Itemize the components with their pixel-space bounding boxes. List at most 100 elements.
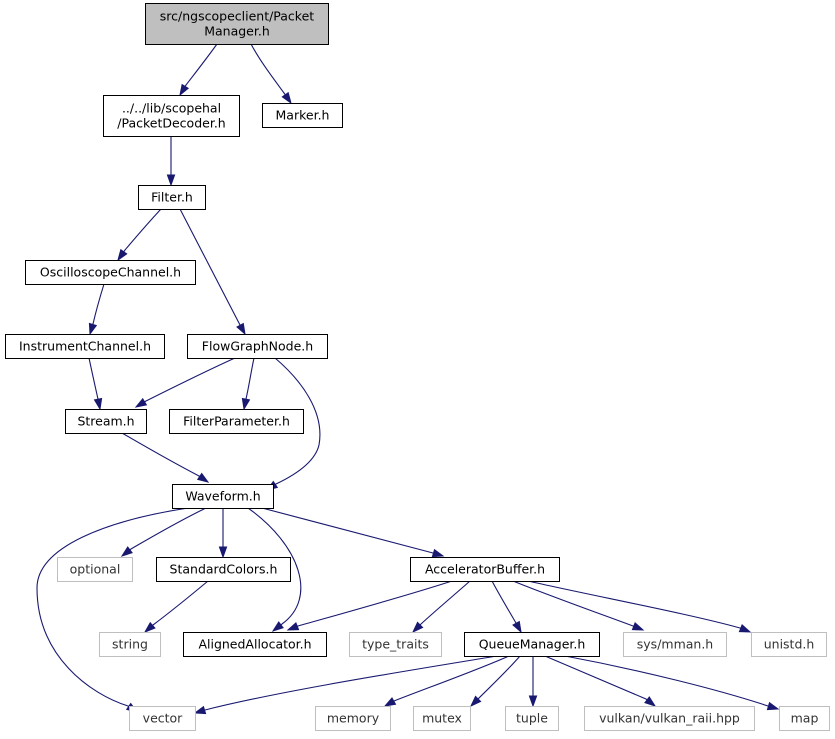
edge-packetmanager-to-packetdecoder: [179, 43, 218, 97]
edge-arrowhead: [271, 621, 284, 632]
node-mutex: mutex: [413, 706, 471, 731]
edge-line: [144, 357, 236, 403]
edge-packetmanager-to-marker: [250, 43, 292, 105]
node-stream[interactable]: Stream.h: [65, 409, 147, 434]
edge-arrowhead: [236, 322, 246, 336]
node-box: [25, 260, 196, 285]
node-label: optional: [70, 562, 121, 577]
edge-queuemanager-to-vulkan_raii: [544, 655, 657, 707]
node-box: [156, 557, 291, 582]
edge-arrowhead: [241, 397, 251, 411]
node-box: [65, 409, 147, 434]
node-label: AcceleratorBuffer.h: [425, 562, 545, 577]
node-box: [5, 334, 165, 359]
node-box: [99, 632, 161, 657]
edge-arrowhead: [281, 91, 292, 105]
edge-line: [527, 580, 741, 629]
edge-flowgraphnode-to-filterparameter: [241, 357, 255, 411]
edge-arrowhead: [738, 624, 752, 633]
node-marker[interactable]: Marker.h: [262, 103, 343, 128]
node-standardcolors[interactable]: StandardColors.h: [156, 557, 291, 582]
edge-line: [184, 43, 218, 87]
node-queuemanager[interactable]: QueueManager.h: [464, 632, 600, 657]
node-box: [349, 632, 442, 657]
edge-arrowhead: [411, 621, 424, 634]
node-box: [751, 632, 827, 657]
edge-queuemanager-to-tuple: [528, 656, 538, 708]
node-box: [187, 334, 328, 359]
node-alignedallocator[interactable]: AlignedAllocator.h: [183, 632, 327, 657]
node-box: [172, 484, 274, 509]
edge-line: [544, 655, 648, 701]
edge-arrowhead: [286, 622, 300, 631]
node-vulkan_raii: vulkan/vulkan_raii.hpp: [584, 706, 755, 731]
node-label: Marker.h: [276, 108, 330, 123]
edge-arrowhead: [766, 701, 780, 711]
node-label: Manager.h: [204, 24, 270, 39]
node-label: src/ngscopeclient/Packet: [160, 9, 315, 24]
edge-line: [179, 208, 241, 326]
node-label: InstrumentChannel.h: [19, 339, 151, 354]
node-label: tuple: [516, 711, 548, 726]
node-label: unistd.h: [764, 637, 815, 652]
edge-line: [121, 432, 201, 477]
node-oscilloscopechannel[interactable]: OscilloscopeChannel.h: [25, 260, 196, 285]
edges-layer: [36, 43, 780, 715]
edge-acceleratorbuffer-to-unistd: [527, 580, 752, 633]
node-box: [103, 95, 240, 137]
edge-queuemanager-to-mutex: [469, 655, 521, 708]
edge-waveform-to-vector: [36, 506, 196, 713]
edge-acceleratorbuffer-to-queuemanager: [491, 580, 522, 634]
edge-line: [92, 283, 105, 325]
node-label: Filter.h: [151, 190, 193, 205]
node-box: [623, 632, 727, 657]
node-memory: memory: [315, 706, 391, 731]
node-instrumentchannel[interactable]: InstrumentChannel.h: [5, 334, 165, 359]
edge-line: [36, 506, 196, 707]
edge-arrowhead: [528, 695, 538, 708]
edge-packetdecoder-to-filter: [166, 136, 176, 187]
edge-filter-to-flowgraphnode: [179, 208, 246, 336]
node-box: [779, 706, 830, 731]
node-packetdecoder[interactable]: ../../lib/scopehal/PacketDecoder.h: [103, 95, 240, 137]
node-label: Waveform.h: [185, 489, 260, 504]
edge-line: [297, 580, 453, 627]
edge-waveform-to-acceleratorbuffer: [261, 507, 445, 558]
node-vector: vector: [129, 706, 196, 731]
node-box: [183, 632, 327, 657]
node-acceleratorbuffer[interactable]: AcceleratorBuffer.h: [410, 557, 560, 582]
edge-line: [152, 580, 209, 626]
node-unistd: unistd.h: [751, 632, 827, 657]
node-box: [169, 409, 304, 434]
node-box: [129, 706, 196, 731]
node-label: vector: [143, 711, 184, 726]
edge-filter-to-oscilloscopechannel: [117, 208, 162, 262]
edge-arrowhead: [218, 546, 228, 559]
node-label: ../../lib/scopehal: [122, 101, 221, 116]
edge-arrowhead: [631, 622, 645, 631]
node-waveform[interactable]: Waveform.h: [172, 484, 274, 509]
node-label: Stream.h: [77, 414, 134, 429]
edge-line: [250, 43, 286, 96]
edge-instrumentchannel-to-stream: [88, 357, 103, 411]
node-sysmman: sys/mman.h: [623, 632, 727, 657]
edge-line: [491, 580, 517, 624]
edge-arrowhead: [117, 248, 128, 262]
node-box: [410, 557, 560, 582]
node-string: string: [99, 632, 161, 657]
edge-standardcolors-to-string: [143, 580, 209, 633]
node-label: sys/mman.h: [637, 637, 713, 652]
node-box: [584, 706, 755, 731]
edge-arrowhead: [512, 620, 522, 634]
edge-arrowhead: [88, 322, 98, 336]
node-filterparameter[interactable]: FilterParameter.h: [169, 409, 304, 434]
node-filter[interactable]: Filter.h: [138, 185, 206, 210]
edge-arrowhead: [166, 174, 176, 187]
node-map: map: [779, 706, 830, 731]
node-flowgraphnode[interactable]: FlowGraphNode.h: [187, 334, 328, 359]
edge-arrowhead: [383, 697, 397, 707]
edge-waveform-to-alignedallocator: [247, 507, 302, 632]
edge-stream-to-waveform: [121, 432, 210, 483]
